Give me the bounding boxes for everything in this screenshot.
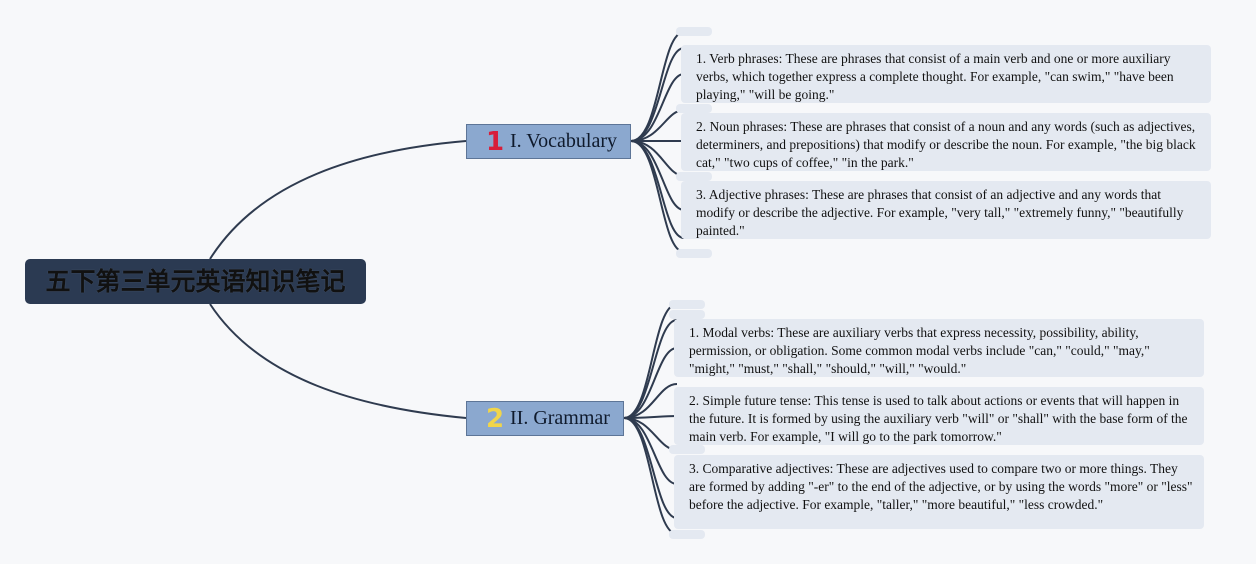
branch-label: I. Vocabulary: [510, 130, 618, 152]
leaf-topic-verb-phrases[interactable]: 1. Verb phrases: These are phrases that …: [681, 45, 1211, 103]
connector-root-branch-1: [209, 140, 467, 260]
collapsed-node-stub: [669, 310, 705, 319]
connector-root-branch-2: [209, 303, 467, 419]
leaf-text: 1. Verb phrases: These are phrases that …: [696, 51, 1174, 102]
collapsed-node-stub: [669, 300, 705, 309]
leaf-topic-simple-future-tense[interactable]: 2. Simple future tense: This tense is us…: [674, 387, 1204, 445]
collapsed-node-stub: [676, 27, 712, 36]
leaf-text: 2. Noun phrases: These are phrases that …: [696, 119, 1196, 170]
root-title: 五下第三单元英语知识笔记: [45, 267, 346, 296]
branch-label: II. Grammar: [510, 407, 610, 429]
collapsed-node-stub: [669, 445, 705, 454]
collapsed-node-stub: [676, 249, 712, 258]
leaf-text: 3. Comparative adjectives: These are adj…: [689, 461, 1193, 512]
root-topic[interactable]: 五下第三单元英语知识笔记: [25, 259, 366, 304]
collapsed-node-stub: [676, 172, 712, 181]
leaf-text: 1. Modal verbs: These are auxiliary verb…: [689, 325, 1150, 376]
branch-topic-grammar[interactable]: 2 II. Grammar: [466, 401, 624, 436]
leaf-topic-adjective-phrases[interactable]: 3. Adjective phrases: These are phrases …: [681, 181, 1211, 239]
leaf-topic-comparative-adjectives[interactable]: 3. Comparative adjectives: These are adj…: [674, 455, 1204, 529]
leaf-topic-noun-phrases[interactable]: 2. Noun phrases: These are phrases that …: [681, 113, 1211, 171]
collapsed-node-stub: [669, 530, 705, 539]
leaf-topic-modal-verbs[interactable]: 1. Modal verbs: These are auxiliary verb…: [674, 319, 1204, 377]
leaf-text: 2. Simple future tense: This tense is us…: [689, 393, 1188, 444]
number-1-icon: 1: [485, 126, 505, 157]
branch-topic-vocabulary[interactable]: 1 I. Vocabulary: [466, 124, 631, 159]
number-2-icon: 2: [485, 403, 505, 434]
collapsed-node-stub: [676, 104, 712, 113]
leaf-text: 3. Adjective phrases: These are phrases …: [696, 187, 1184, 238]
